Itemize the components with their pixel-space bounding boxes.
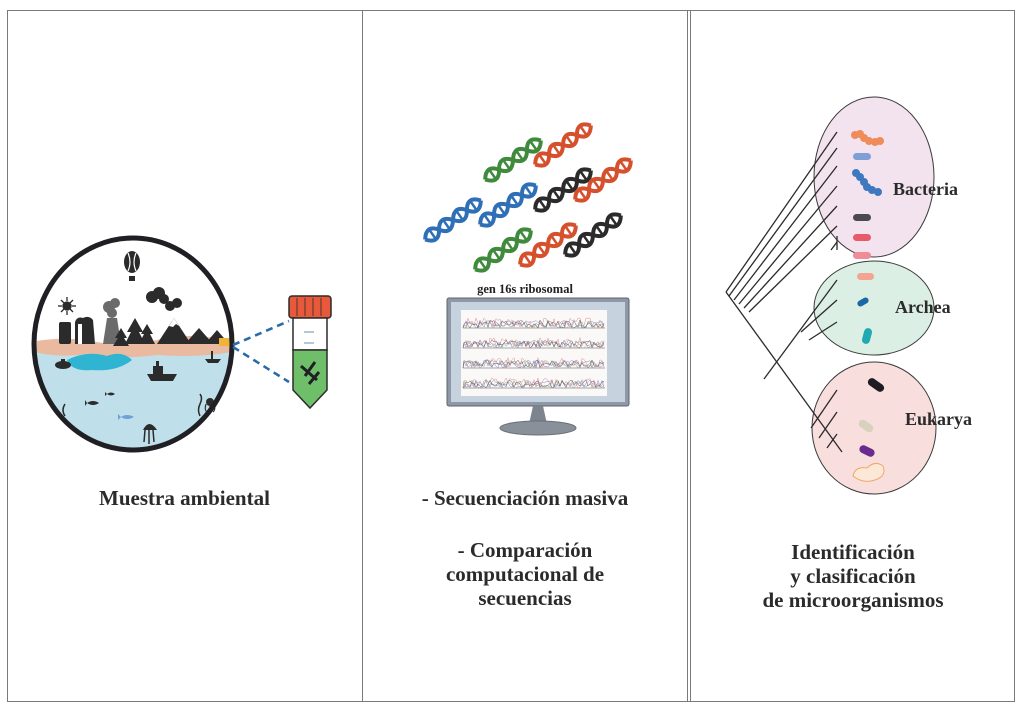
archea-label: Archea — [895, 297, 951, 317]
gene-label: gen 16s ribosomal — [477, 282, 573, 296]
bacillus-icon — [853, 234, 871, 241]
monitor-icon — [446, 297, 630, 436]
protozoan-icon — [852, 462, 885, 482]
panel-divider — [362, 10, 363, 702]
clouds-icon — [146, 287, 182, 311]
dna-helix-icon — [423, 197, 483, 243]
environment-circle — [31, 235, 235, 453]
seaweed-icon — [62, 393, 203, 417]
ship-icon — [147, 361, 177, 381]
sample-connector-lines — [232, 319, 290, 384]
dna-helix-icon — [518, 222, 578, 268]
panel-sequencing: gen 16s ribosomal - Secuenciación masiva… — [363, 10, 687, 702]
archaeon-icon — [857, 297, 869, 307]
figure-frame — [7, 10, 1015, 702]
dna-helix-icon — [533, 122, 593, 168]
caption-line: Identificación — [791, 540, 915, 564]
panel-caption: Muestra ambiental — [99, 486, 270, 510]
bacillus-icon — [853, 214, 871, 221]
caption-line: secuencias — [478, 586, 572, 611]
phylogenetic-tree — [725, 131, 843, 453]
bacteria-group — [813, 96, 935, 258]
dna-helix-icon — [478, 182, 538, 228]
environment-illustration — [31, 235, 332, 453]
chain-bacteria-icon — [852, 169, 882, 196]
lake — [67, 353, 132, 371]
boat-icon — [205, 351, 221, 363]
panel-divider — [687, 10, 688, 702]
bacillus-icon — [853, 153, 871, 160]
sequencing-illustration — [423, 122, 633, 436]
streptococcus-icon — [851, 130, 884, 146]
caption-line: de microorganismos — [762, 588, 944, 613]
eukaryote-icon — [859, 445, 875, 457]
submarine-icon — [55, 359, 71, 369]
caption-line: - Comparación — [457, 538, 593, 562]
eukarya-organisms — [852, 378, 885, 482]
caption-massive-sequencing: - Secuenciación masiva — [421, 486, 629, 510]
phylogeny-illustration — [725, 96, 937, 495]
sample-tube-icon — [288, 295, 332, 410]
dna-helix-icon — [573, 157, 633, 203]
sun-icon — [58, 297, 76, 315]
eukarya-group — [811, 361, 937, 495]
panel-environmental-sample: Muestra ambiental — [7, 10, 362, 702]
eukarya-label: Eukarya — [905, 409, 973, 429]
dna-helix-icon — [473, 227, 533, 273]
bacteria-label: Bacteria — [893, 179, 958, 199]
eukaryote-icon — [858, 419, 874, 433]
mountains-icon — [157, 318, 231, 346]
bacillus-icon — [853, 252, 871, 259]
panel-divider — [690, 10, 691, 702]
dna-helix-icon — [563, 212, 623, 258]
dna-helix-icon — [533, 167, 593, 213]
panel-classification: Bacteria Archea Eukarya Identificación y… — [691, 10, 1015, 702]
dna-helices — [423, 122, 633, 273]
fish-icon — [85, 392, 134, 420]
jellyfish-icon — [143, 424, 157, 444]
pine-trees-icon — [113, 318, 155, 346]
chromatogram-traces — [462, 317, 605, 389]
dna-helix-icon — [483, 137, 543, 183]
archaeon-icon — [861, 328, 873, 344]
hot-air-balloon-icon — [124, 251, 140, 281]
bacteria-organisms — [851, 130, 884, 259]
caption-sequence-comparison: - Comparación computacional de secuencia… — [363, 538, 687, 610]
caption-line: computacional de — [445, 562, 605, 587]
city-buildings-icon — [59, 316, 95, 344]
archaeon-icon — [857, 273, 874, 280]
panel-caption: Identificación y clasificación de microo… — [691, 540, 1015, 612]
eukaryote-icon — [867, 378, 885, 392]
caption-line: y clasificación — [790, 564, 916, 589]
archea-group — [813, 260, 935, 356]
archea-organisms — [857, 273, 874, 344]
